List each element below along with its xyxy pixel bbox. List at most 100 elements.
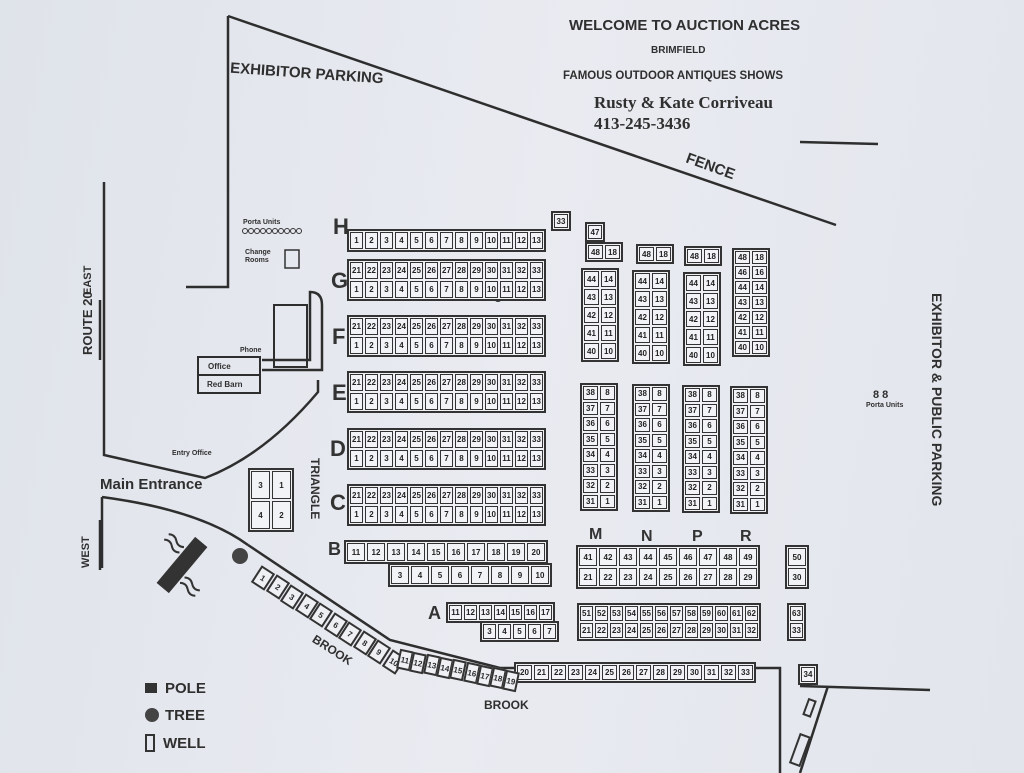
- booth[interactable]: 24: [639, 568, 657, 586]
- booth[interactable]: 29: [470, 262, 483, 279]
- booth[interactable]: 6: [425, 281, 438, 298]
- booth[interactable]: 11: [500, 450, 513, 467]
- booth[interactable]: 13: [530, 506, 543, 523]
- booth[interactable]: 12: [515, 337, 528, 354]
- booth[interactable]: 31: [730, 623, 743, 638]
- booth[interactable]: 7: [600, 401, 615, 415]
- booth[interactable]: 31: [733, 497, 748, 511]
- booth[interactable]: 10: [485, 232, 498, 249]
- booth[interactable]: 10: [485, 506, 498, 523]
- booth[interactable]: 10: [601, 343, 616, 359]
- booth[interactable]: 11: [752, 326, 767, 339]
- booth[interactable]: 61: [730, 606, 743, 621]
- booth[interactable]: 34: [635, 449, 650, 463]
- booth[interactable]: 12: [703, 311, 718, 327]
- booth[interactable]: 7: [440, 337, 453, 354]
- booth[interactable]: 6: [702, 419, 717, 433]
- booth[interactable]: 12: [464, 605, 477, 620]
- booth[interactable]: 54: [625, 606, 638, 621]
- booth[interactable]: 31: [500, 318, 513, 335]
- booth[interactable]: 40: [584, 343, 599, 359]
- booth[interactable]: 5: [702, 434, 717, 448]
- booth[interactable]: 36: [685, 419, 700, 433]
- booth[interactable]: 11: [347, 543, 365, 561]
- booth[interactable]: 7: [440, 281, 453, 298]
- booth[interactable]: 4: [702, 450, 717, 464]
- booth[interactable]: 32: [515, 487, 528, 504]
- booth[interactable]: 13: [752, 296, 767, 309]
- booth[interactable]: 9: [470, 450, 483, 467]
- booth[interactable]: 24: [395, 374, 408, 391]
- booth[interactable]: 2: [600, 479, 615, 493]
- booth[interactable]: 29: [470, 431, 483, 448]
- booth[interactable]: 14: [652, 273, 667, 289]
- booth[interactable]: 4: [395, 281, 408, 298]
- booth[interactable]: 8: [455, 506, 468, 523]
- booth[interactable]: 33: [530, 487, 543, 504]
- booth[interactable]: 8: [455, 337, 468, 354]
- booth[interactable]: 12: [601, 307, 616, 323]
- booth[interactable]: 40: [686, 347, 701, 363]
- booth[interactable]: 9: [470, 281, 483, 298]
- booth[interactable]: 2: [365, 337, 378, 354]
- booth[interactable]: 30: [485, 374, 498, 391]
- booth[interactable]: 49: [739, 548, 757, 566]
- booth[interactable]: 3: [380, 393, 393, 410]
- booth[interactable]: 43: [686, 293, 701, 309]
- booth[interactable]: 16: [447, 543, 465, 561]
- booth[interactable]: 10: [752, 341, 767, 354]
- booth[interactable]: 2: [652, 480, 667, 494]
- booth[interactable]: 4: [652, 449, 667, 463]
- booth[interactable]: 24: [585, 665, 600, 680]
- booth[interactable]: 31: [685, 496, 700, 510]
- booth[interactable]: 23: [380, 487, 393, 504]
- booth[interactable]: 1: [350, 506, 363, 523]
- booth[interactable]: 8: [600, 386, 615, 400]
- booth[interactable]: 13: [703, 293, 718, 309]
- booth[interactable]: 1: [350, 281, 363, 298]
- booth[interactable]: 21: [350, 487, 363, 504]
- booth[interactable]: 38: [635, 387, 650, 401]
- booth[interactable]: 6: [425, 232, 438, 249]
- booth[interactable]: 21: [350, 262, 363, 279]
- booth[interactable]: 31: [500, 262, 513, 279]
- booth[interactable]: 6: [425, 450, 438, 467]
- booth[interactable]: 4: [600, 448, 615, 462]
- booth[interactable]: 11: [449, 605, 462, 620]
- booth[interactable]: 13: [530, 450, 543, 467]
- booth[interactable]: 5: [410, 337, 423, 354]
- booth[interactable]: 13: [479, 605, 492, 620]
- booth[interactable]: 48: [588, 245, 603, 259]
- booth[interactable]: 29: [470, 374, 483, 391]
- booth[interactable]: 46: [679, 548, 697, 566]
- booth[interactable]: 13: [601, 289, 616, 305]
- booth[interactable]: 42: [686, 311, 701, 327]
- booth[interactable]: 2: [365, 450, 378, 467]
- booth[interactable]: 57: [670, 606, 683, 621]
- booth[interactable]: 21: [350, 431, 363, 448]
- booth[interactable]: 48: [687, 249, 702, 263]
- booth[interactable]: 32: [721, 665, 736, 680]
- booth[interactable]: 23: [610, 623, 623, 638]
- booth[interactable]: 8: [455, 393, 468, 410]
- booth[interactable]: 42: [635, 309, 650, 325]
- booth[interactable]: 23: [568, 665, 583, 680]
- booth[interactable]: 42: [599, 548, 617, 566]
- booth[interactable]: 13: [387, 543, 405, 561]
- booth[interactable]: 13: [530, 393, 543, 410]
- booth[interactable]: 36: [583, 417, 598, 431]
- booth[interactable]: 25: [602, 665, 617, 680]
- booth[interactable]: 28: [455, 487, 468, 504]
- booth[interactable]: 25: [410, 374, 423, 391]
- booth[interactable]: 5: [410, 450, 423, 467]
- booth[interactable]: 5: [750, 435, 765, 449]
- booth[interactable]: 33: [790, 623, 803, 638]
- booth[interactable]: 21: [580, 623, 593, 638]
- booth[interactable]: 26: [425, 262, 438, 279]
- booth[interactable]: 24: [395, 262, 408, 279]
- booth[interactable]: 32: [635, 480, 650, 494]
- booth[interactable]: 34: [685, 450, 700, 464]
- booth[interactable]: 8: [652, 387, 667, 401]
- booth[interactable]: 31: [500, 374, 513, 391]
- booth[interactable]: 41: [584, 325, 599, 341]
